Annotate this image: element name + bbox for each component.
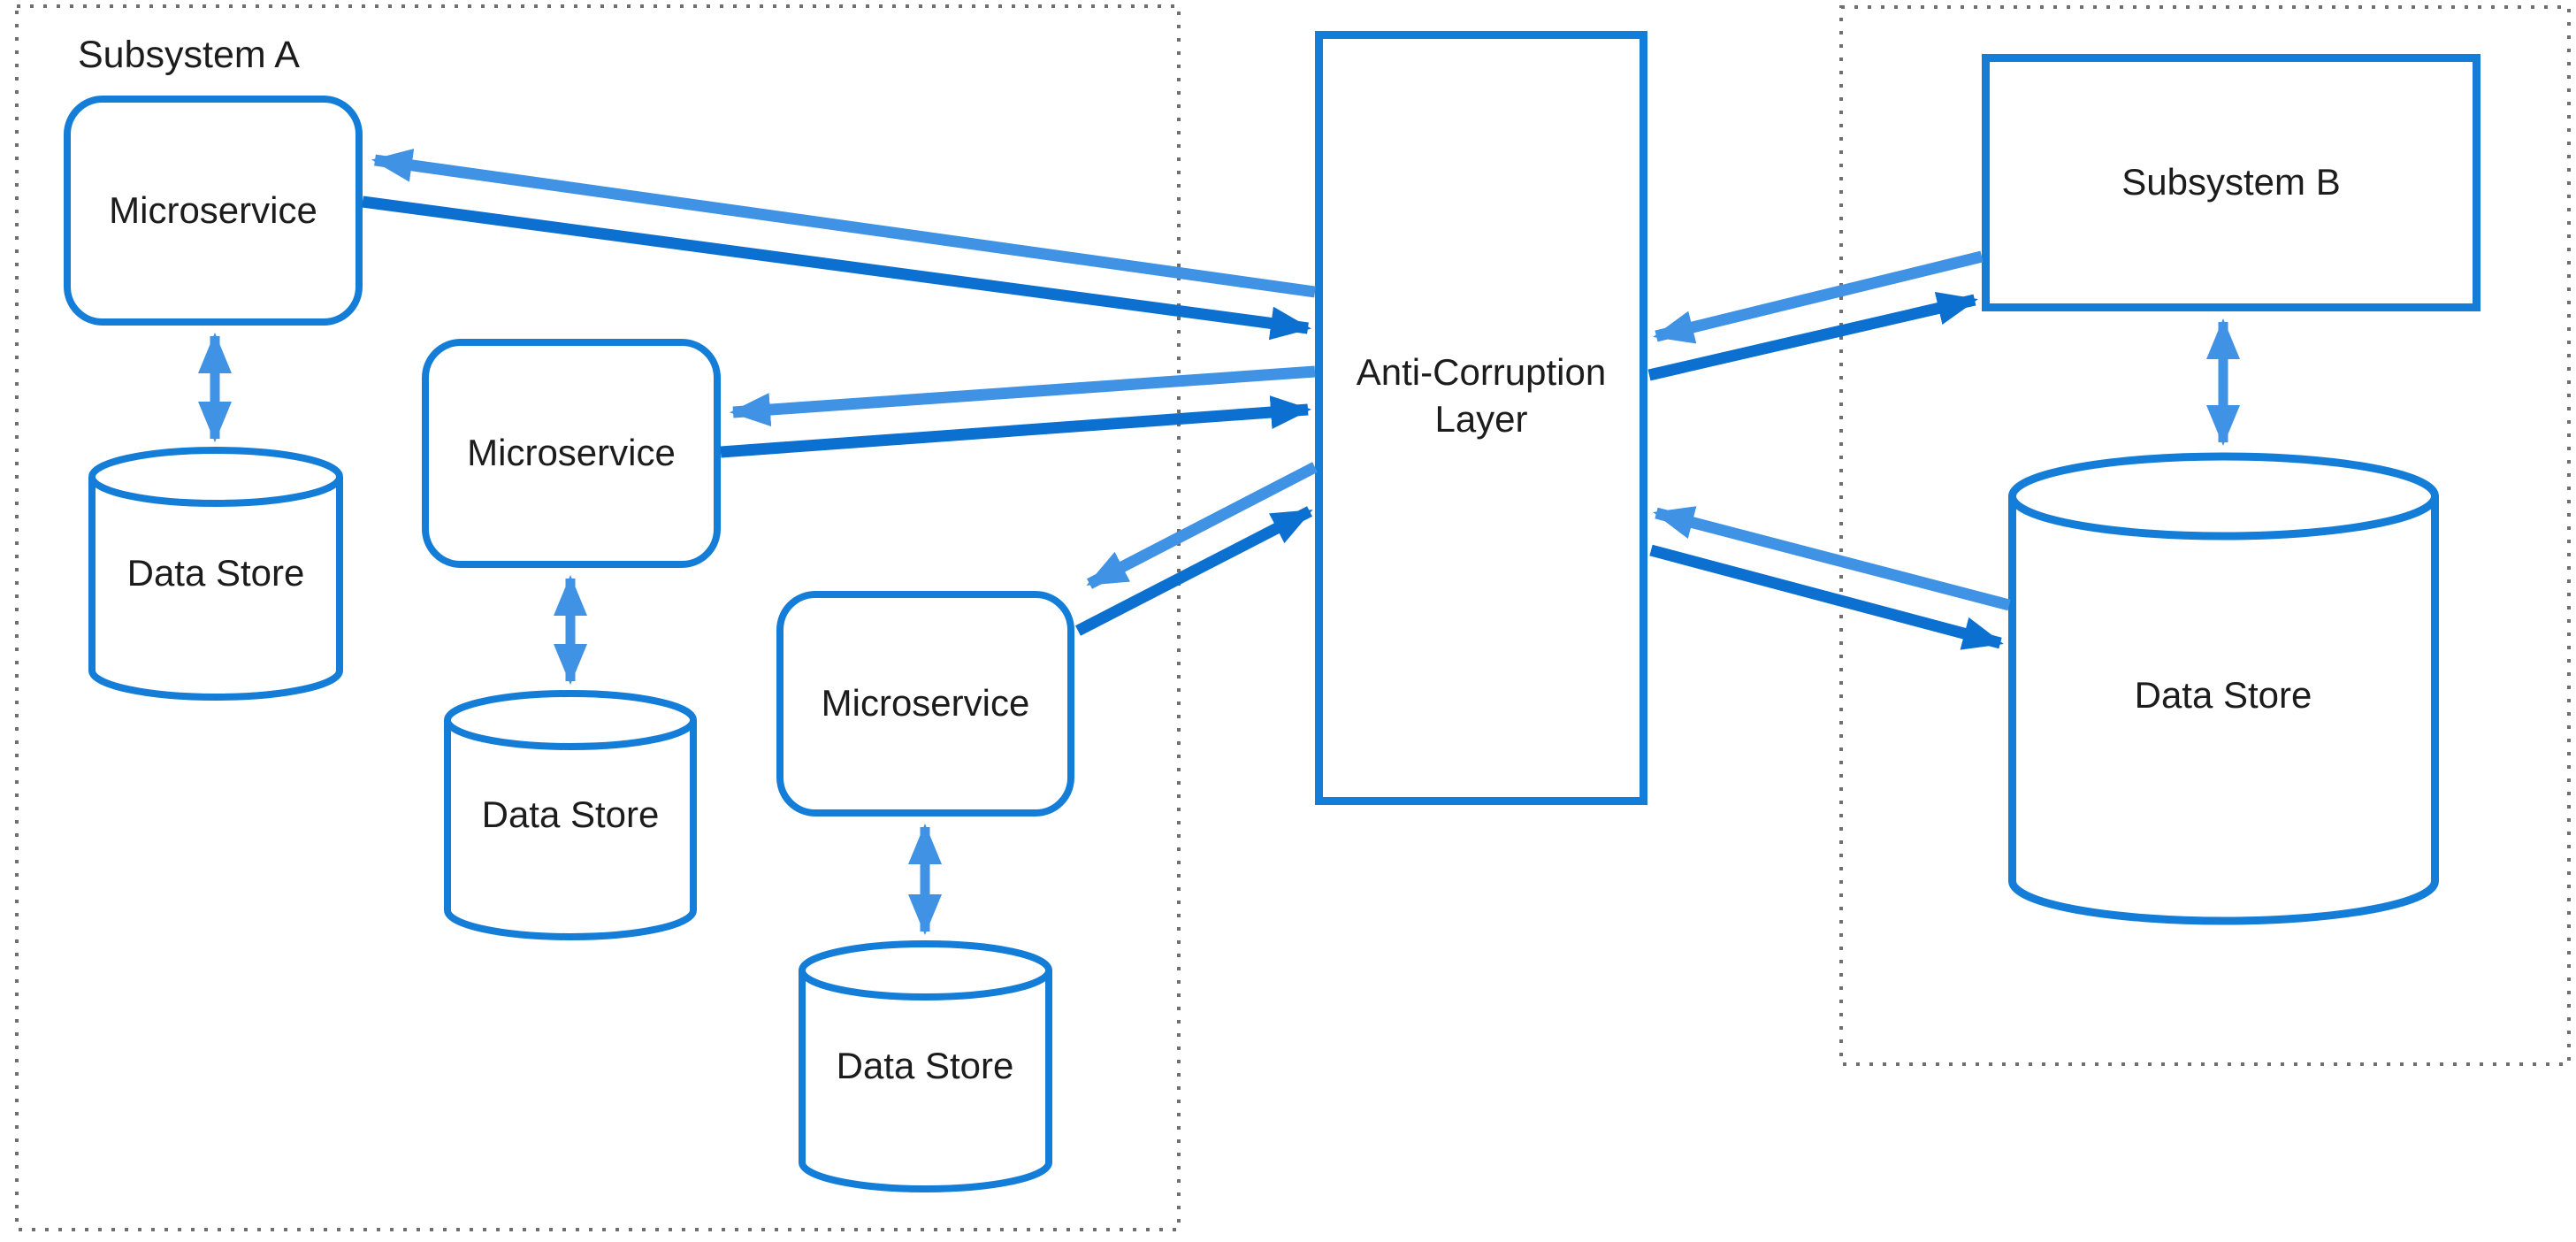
- anti-corruption-layer-label-line1: Anti-Corruption: [1356, 351, 1607, 393]
- microservice-3-label: Microservice: [821, 682, 1030, 724]
- arrow-microservice-3-to-acl: [1075, 506, 1313, 636]
- datastore-3-cylinder: [799, 940, 1052, 1192]
- datastore-1-label: Data Store: [126, 552, 305, 594]
- subsystem-b-box: Subsystem B: [1982, 54, 2480, 311]
- arrow-microservice-1-to-acl: [362, 196, 1311, 341]
- microservice-2-label: Microservice: [467, 432, 676, 474]
- arrow-acl-to-microservice-1: [371, 149, 1316, 298]
- subsystem-b-boundary: [1839, 5, 2571, 1066]
- datastore-b-label: Data Store: [2134, 674, 2312, 716]
- microservice-3-box: Microservice: [776, 591, 1074, 816]
- subsystem-a-label: Subsystem A: [78, 34, 300, 76]
- datastore-2-label: Data Store: [481, 794, 660, 835]
- arrow-acl-to-microservice-3: [1086, 462, 1318, 589]
- arrow-acl-to-subsystem-b: [1647, 291, 1978, 381]
- microservice-2-box: Microservice: [422, 339, 721, 568]
- arrow-subsystem-b-to-acl: [1653, 250, 1984, 344]
- subsystem-b-box-label: Subsystem B: [2121, 161, 2341, 203]
- datastore-3-label: Data Store: [836, 1045, 1014, 1086]
- microservice-1-box: Microservice: [64, 96, 363, 326]
- datastore-2-cylinder: [444, 690, 697, 940]
- datastore-1-cylinder: [88, 447, 343, 701]
- arrow-acl-to-microservice-2: [730, 365, 1316, 427]
- microservice-1-label: Microservice: [109, 188, 317, 231]
- anti-corruption-layer-box: Anti-Corruption Layer: [1315, 31, 1647, 805]
- arrow-microservice-2-to-acl: [720, 395, 1311, 458]
- datastore-b-cylinder: [2008, 452, 2439, 925]
- anti-corruption-layer-label-line2: Layer: [1434, 397, 1528, 440]
- arrow-datastore-b-to-acl: [1653, 506, 2011, 611]
- arrow-acl-to-datastore-b: [1649, 544, 2004, 650]
